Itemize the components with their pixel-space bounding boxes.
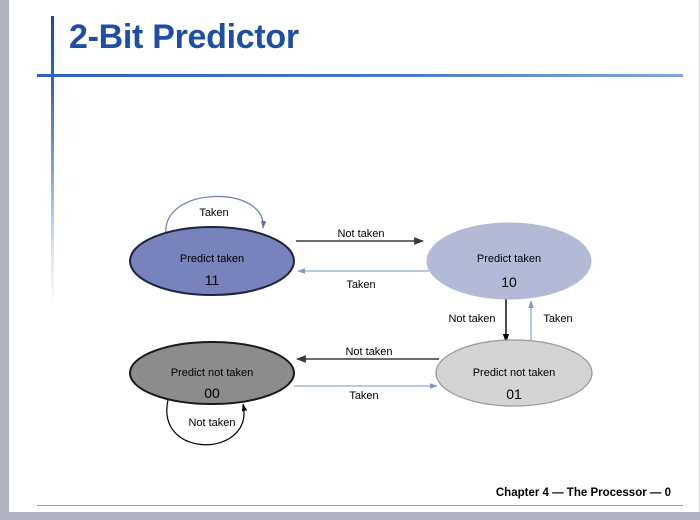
page-title: 2-Bit Predictor — [69, 18, 299, 56]
state-node-11[interactable]: Predict taken 11 — [129, 226, 295, 296]
state-node-01[interactable]: Predict not taken 01 — [435, 339, 593, 407]
state-node-10-ellipse[interactable] — [426, 222, 592, 300]
transition-01-to-10-taken-label: Taken — [543, 313, 572, 325]
transition-00-to-00-nottaken-label: Not taken — [188, 417, 235, 429]
state-node-01-ellipse[interactable] — [435, 339, 593, 407]
transition-11-to-10-nottaken-label: Not taken — [337, 228, 384, 240]
state-node-10[interactable]: Predict taken 10 — [426, 222, 592, 300]
transition-11-to-11-taken-arc — [165, 195, 267, 235]
title-horizontal-rule — [37, 74, 683, 77]
transition-00-to-00-nottaken-arc — [166, 399, 248, 446]
state-node-11-code: 11 — [205, 272, 220, 288]
state-node-11-label: Predict taken — [180, 253, 244, 265]
state-node-10-code: 10 — [501, 274, 517, 290]
state-node-00-ellipse[interactable] — [129, 341, 295, 405]
slide-content-area: 2-Bit Predictor — [9, 0, 700, 512]
state-node-00[interactable]: Predict not taken 00 — [129, 341, 295, 405]
state-node-10-label: Predict taken — [477, 253, 541, 265]
transition-10-to-01-nottaken-label: Not taken — [448, 313, 495, 325]
transition-00-to-01-taken-label: Taken — [349, 390, 378, 402]
transition-01-to-00-nottaken-label: Not taken — [345, 346, 392, 358]
footer-text: Chapter 4 — The Processor — 0 — [495, 487, 671, 499]
state-node-01-label: Predict not taken — [473, 367, 556, 379]
state-node-11-ellipse[interactable] — [129, 226, 295, 296]
state-node-00-label: Predict not taken — [171, 367, 254, 379]
page-edge-left-band — [0, 0, 9, 512]
page-edge-bottom-band — [0, 512, 700, 520]
state-node-01-code: 01 — [506, 386, 522, 402]
state-diagram: Taken Not taken Taken Not taken Taken No… — [9, 0, 700, 520]
transition-11-to-11-taken-label: Taken — [199, 207, 228, 219]
title-vertical-rule — [51, 16, 54, 304]
state-node-00-code: 00 — [204, 385, 220, 401]
transition-10-to-11-taken-label: Taken — [346, 279, 375, 291]
footer-divider — [37, 505, 683, 506]
